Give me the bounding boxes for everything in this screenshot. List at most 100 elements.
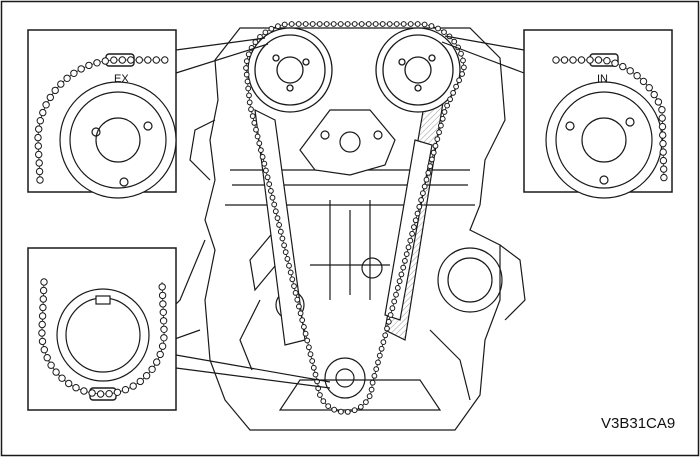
chain-link: [560, 56, 569, 64]
chain-link: [375, 359, 381, 366]
chain-link: [317, 392, 323, 398]
chain-link: [304, 337, 311, 344]
chain-link: [569, 56, 577, 64]
chain-link: [245, 51, 252, 58]
chain-link: [289, 276, 296, 283]
chain-link: [159, 317, 168, 325]
chain-link: [256, 140, 263, 147]
chain-link: [389, 305, 396, 312]
chain-link: [160, 325, 168, 333]
chain-link: [379, 21, 386, 27]
chain-link: [306, 344, 312, 351]
chain-link: [243, 58, 250, 64]
chain-link: [331, 406, 338, 413]
chain-link: [36, 117, 44, 125]
chain-link: [38, 329, 46, 337]
chain-link: [39, 286, 48, 295]
chain-link: [320, 398, 327, 405]
chain-link: [427, 163, 434, 170]
chain-link: [129, 382, 137, 390]
chain-link: [156, 350, 164, 359]
chain-link: [39, 303, 47, 312]
chain-link: [444, 102, 451, 109]
chain-link: [35, 150, 43, 159]
chain-link: [659, 131, 667, 139]
chain-link: [246, 99, 253, 106]
chain-link: [619, 62, 627, 71]
chain-link: [34, 142, 42, 150]
chain-link: [659, 156, 668, 165]
chain-link: [659, 148, 667, 156]
chain-link: [369, 379, 376, 386]
chain-link: [351, 407, 358, 414]
chain-link: [351, 21, 358, 27]
chain-link: [263, 167, 269, 174]
chain-link: [459, 71, 466, 77]
chain-link: [611, 59, 619, 67]
chain-link: [252, 39, 259, 45]
exhaust-cam-callout: [27, 29, 269, 199]
chain-link: [438, 122, 444, 129]
chain-link: [274, 215, 281, 222]
chain-link: [376, 352, 383, 359]
chain-link: [297, 310, 304, 317]
chain-link: [450, 90, 457, 96]
chain-link: [35, 125, 43, 133]
chain-link: [39, 295, 47, 303]
chain-link: [105, 390, 113, 398]
chain-link: [34, 133, 42, 142]
chain-link: [253, 126, 259, 133]
chain-link: [552, 56, 560, 64]
chain-link: [269, 194, 276, 201]
chain-link: [279, 235, 286, 242]
chain-link: [262, 29, 269, 36]
chain-link: [57, 80, 65, 88]
chain-link: [282, 249, 289, 256]
chain-link: [309, 21, 316, 27]
chain-link: [159, 308, 168, 316]
chain-link: [432, 143, 439, 149]
chain-link: [70, 69, 78, 78]
chain-link: [411, 224, 417, 231]
chain-link: [302, 330, 309, 337]
chain-link: [441, 109, 448, 115]
chain-link: [418, 197, 425, 203]
intake-cam-callout: [441, 29, 673, 199]
chain-link: [63, 74, 71, 83]
chain-link: [127, 56, 135, 64]
chain-link: [310, 364, 317, 371]
chain-link: [39, 108, 47, 117]
chain-link: [453, 83, 460, 90]
chain-link: [248, 106, 254, 113]
chain-link: [400, 264, 407, 271]
chain-link: [396, 278, 403, 285]
exhaust-cam-sprocket: [247, 27, 333, 113]
chain-link: [386, 21, 393, 27]
chain-link: [658, 114, 666, 122]
chain-link: [144, 56, 152, 64]
chain-link: [633, 72, 641, 80]
chain-link: [365, 21, 372, 27]
chain-link: [52, 368, 60, 376]
chain-link: [292, 290, 299, 296]
chain-link: [266, 181, 273, 188]
chain-link: [456, 77, 463, 84]
chain-link: [428, 23, 435, 29]
chain-link: [344, 409, 351, 415]
chain-link: [594, 56, 603, 64]
chain-link: [77, 65, 85, 73]
chain-link: [243, 71, 250, 78]
chain-link: [113, 388, 122, 396]
chain-link: [407, 21, 414, 27]
chain-link: [337, 21, 344, 27]
chain-link: [42, 101, 50, 109]
chain-link: [281, 21, 288, 28]
chain-link: [603, 57, 611, 65]
chain-link: [658, 122, 667, 131]
chain-link: [658, 106, 666, 114]
chain-link: [36, 176, 44, 184]
chain-link: [258, 147, 264, 154]
chain-link: [286, 262, 292, 269]
chain-link: [357, 404, 364, 410]
